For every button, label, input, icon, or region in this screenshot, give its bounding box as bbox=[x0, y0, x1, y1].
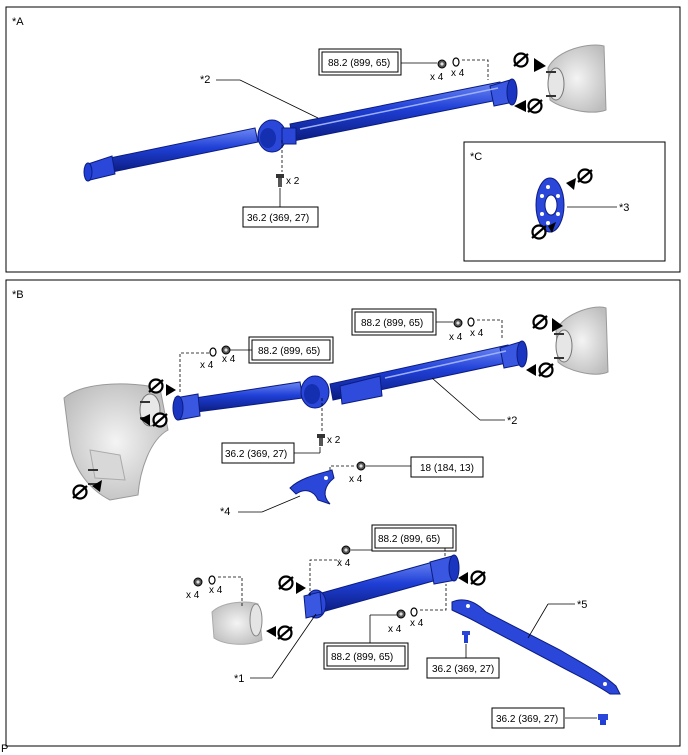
qty-label: x 4 bbox=[349, 474, 363, 485]
torque-value: 88.2 (899, 65) bbox=[331, 652, 393, 663]
washer-icon bbox=[410, 607, 418, 617]
qty-label: x 4 bbox=[449, 332, 463, 343]
footer-code: P bbox=[1, 743, 8, 755]
bracket-5 bbox=[451, 599, 621, 695]
flexible-coupling-c bbox=[535, 177, 565, 233]
torque-value: 88.2 (899, 65) bbox=[258, 346, 320, 357]
bolt-icon bbox=[598, 714, 608, 725]
qty-label: x 4 bbox=[200, 360, 214, 371]
qty-label: x 4 bbox=[222, 354, 236, 365]
torque-box-b-front-top: 88.2 (899, 65) bbox=[371, 524, 457, 552]
arrow-icon bbox=[552, 318, 563, 332]
nut-icon bbox=[193, 577, 203, 587]
no-reuse-icon bbox=[469, 570, 487, 586]
bolt-icon bbox=[356, 461, 366, 471]
torque-value: 36.2 (369, 27) bbox=[247, 213, 309, 224]
torque-box-b-bar-top: 36.2 (369, 27) bbox=[426, 657, 500, 679]
torque-box-b-front: 88.2 (899, 65) bbox=[248, 336, 334, 364]
torque-value: 88.2 (899, 65) bbox=[328, 58, 390, 69]
no-reuse-icon bbox=[512, 52, 530, 68]
torque-box-a-bottom: 36.2 (369, 27) bbox=[242, 206, 319, 228]
nut-icon bbox=[437, 59, 447, 69]
no-reuse-icon bbox=[277, 575, 295, 591]
qty-label: x 2 bbox=[286, 176, 300, 187]
bolt-icon bbox=[317, 434, 325, 446]
callout-5: *5 bbox=[577, 599, 587, 611]
callout-1: *1 bbox=[234, 673, 244, 685]
torque-value: 88.2 (899, 65) bbox=[361, 318, 423, 329]
torque-value: 36.2 (369, 27) bbox=[432, 664, 494, 675]
callout-2: *2 bbox=[507, 415, 517, 427]
nut-icon bbox=[453, 318, 463, 328]
arrow-icon bbox=[534, 58, 546, 72]
torque-value: 18 (184, 13) bbox=[420, 463, 474, 474]
torque-value: 36.2 (369, 27) bbox=[225, 449, 287, 460]
transfer-case bbox=[63, 383, 169, 501]
arrow-icon bbox=[140, 414, 150, 426]
torque-box-b-bracket: 18 (184, 13) bbox=[410, 456, 484, 478]
bracket-4 bbox=[289, 469, 335, 505]
panel-b-frame bbox=[5, 279, 681, 747]
differential-flange-b bbox=[554, 306, 609, 375]
front-propeller-shaft bbox=[211, 554, 460, 645]
arrow-icon bbox=[92, 480, 102, 492]
torque-value: 88.2 (899, 65) bbox=[378, 534, 440, 545]
torque-box-b-front-bottom: 88.2 (899, 65) bbox=[323, 642, 409, 670]
no-reuse-icon bbox=[531, 314, 549, 330]
no-reuse-icon bbox=[151, 412, 169, 428]
no-reuse-icon bbox=[71, 484, 89, 500]
callout-4: *4 bbox=[220, 506, 230, 518]
bolt-icon bbox=[276, 174, 284, 187]
washer-icon bbox=[209, 347, 217, 357]
qty-label: x 4 bbox=[209, 585, 223, 596]
panel-a-label: *A bbox=[12, 16, 24, 28]
panel-b-label: *B bbox=[12, 289, 24, 301]
torque-value: 36.2 (369, 27) bbox=[496, 714, 558, 725]
differential-flange-a bbox=[546, 44, 607, 113]
qty-label: x 4 bbox=[430, 72, 444, 83]
qty-label: x 4 bbox=[410, 618, 424, 629]
qty-label: x 4 bbox=[388, 624, 402, 635]
washer-icon bbox=[467, 317, 475, 327]
qty-label: x 2 bbox=[327, 435, 341, 446]
qty-label: x 4 bbox=[451, 68, 465, 79]
no-reuse-icon bbox=[147, 378, 165, 394]
washer-icon bbox=[208, 575, 216, 585]
torque-box-b-center: 36.2 (369, 27) bbox=[221, 442, 295, 464]
qty-label: x 4 bbox=[186, 590, 200, 601]
arrow-icon bbox=[566, 178, 576, 190]
torque-box-b-bar-bottom: 36.2 (369, 27) bbox=[491, 707, 565, 729]
callout-3: *3 bbox=[619, 202, 629, 214]
arrow-icon bbox=[514, 100, 526, 112]
qty-label: x 4 bbox=[337, 558, 351, 569]
nut-icon bbox=[221, 345, 231, 355]
propeller-shaft-a bbox=[83, 78, 518, 182]
panel-c-frame bbox=[463, 141, 666, 262]
no-reuse-icon bbox=[276, 625, 294, 641]
washer-icon bbox=[452, 57, 460, 67]
no-reuse-icon bbox=[530, 224, 548, 240]
arrow-icon bbox=[526, 364, 536, 376]
panel-c-label: *C bbox=[470, 151, 482, 163]
callout-2: *2 bbox=[200, 74, 210, 86]
arrow-icon bbox=[166, 384, 176, 396]
nut-icon bbox=[396, 609, 406, 619]
qty-label: x 4 bbox=[470, 328, 484, 339]
bolt-icon bbox=[462, 631, 470, 643]
no-reuse-icon bbox=[526, 98, 544, 114]
torque-box-a-top: 88.2 (899, 65) bbox=[318, 48, 402, 76]
no-reuse-icon bbox=[576, 168, 594, 184]
arrow-icon bbox=[458, 572, 468, 584]
torque-box-b-rear: 88.2 (899, 65) bbox=[351, 308, 437, 336]
panel-a-frame bbox=[5, 6, 681, 273]
arrow-icon bbox=[296, 582, 306, 594]
arrow-icon bbox=[548, 222, 556, 233]
arrow-icon bbox=[266, 626, 276, 637]
bolt-icon bbox=[341, 545, 351, 555]
no-reuse-icon bbox=[537, 362, 555, 378]
